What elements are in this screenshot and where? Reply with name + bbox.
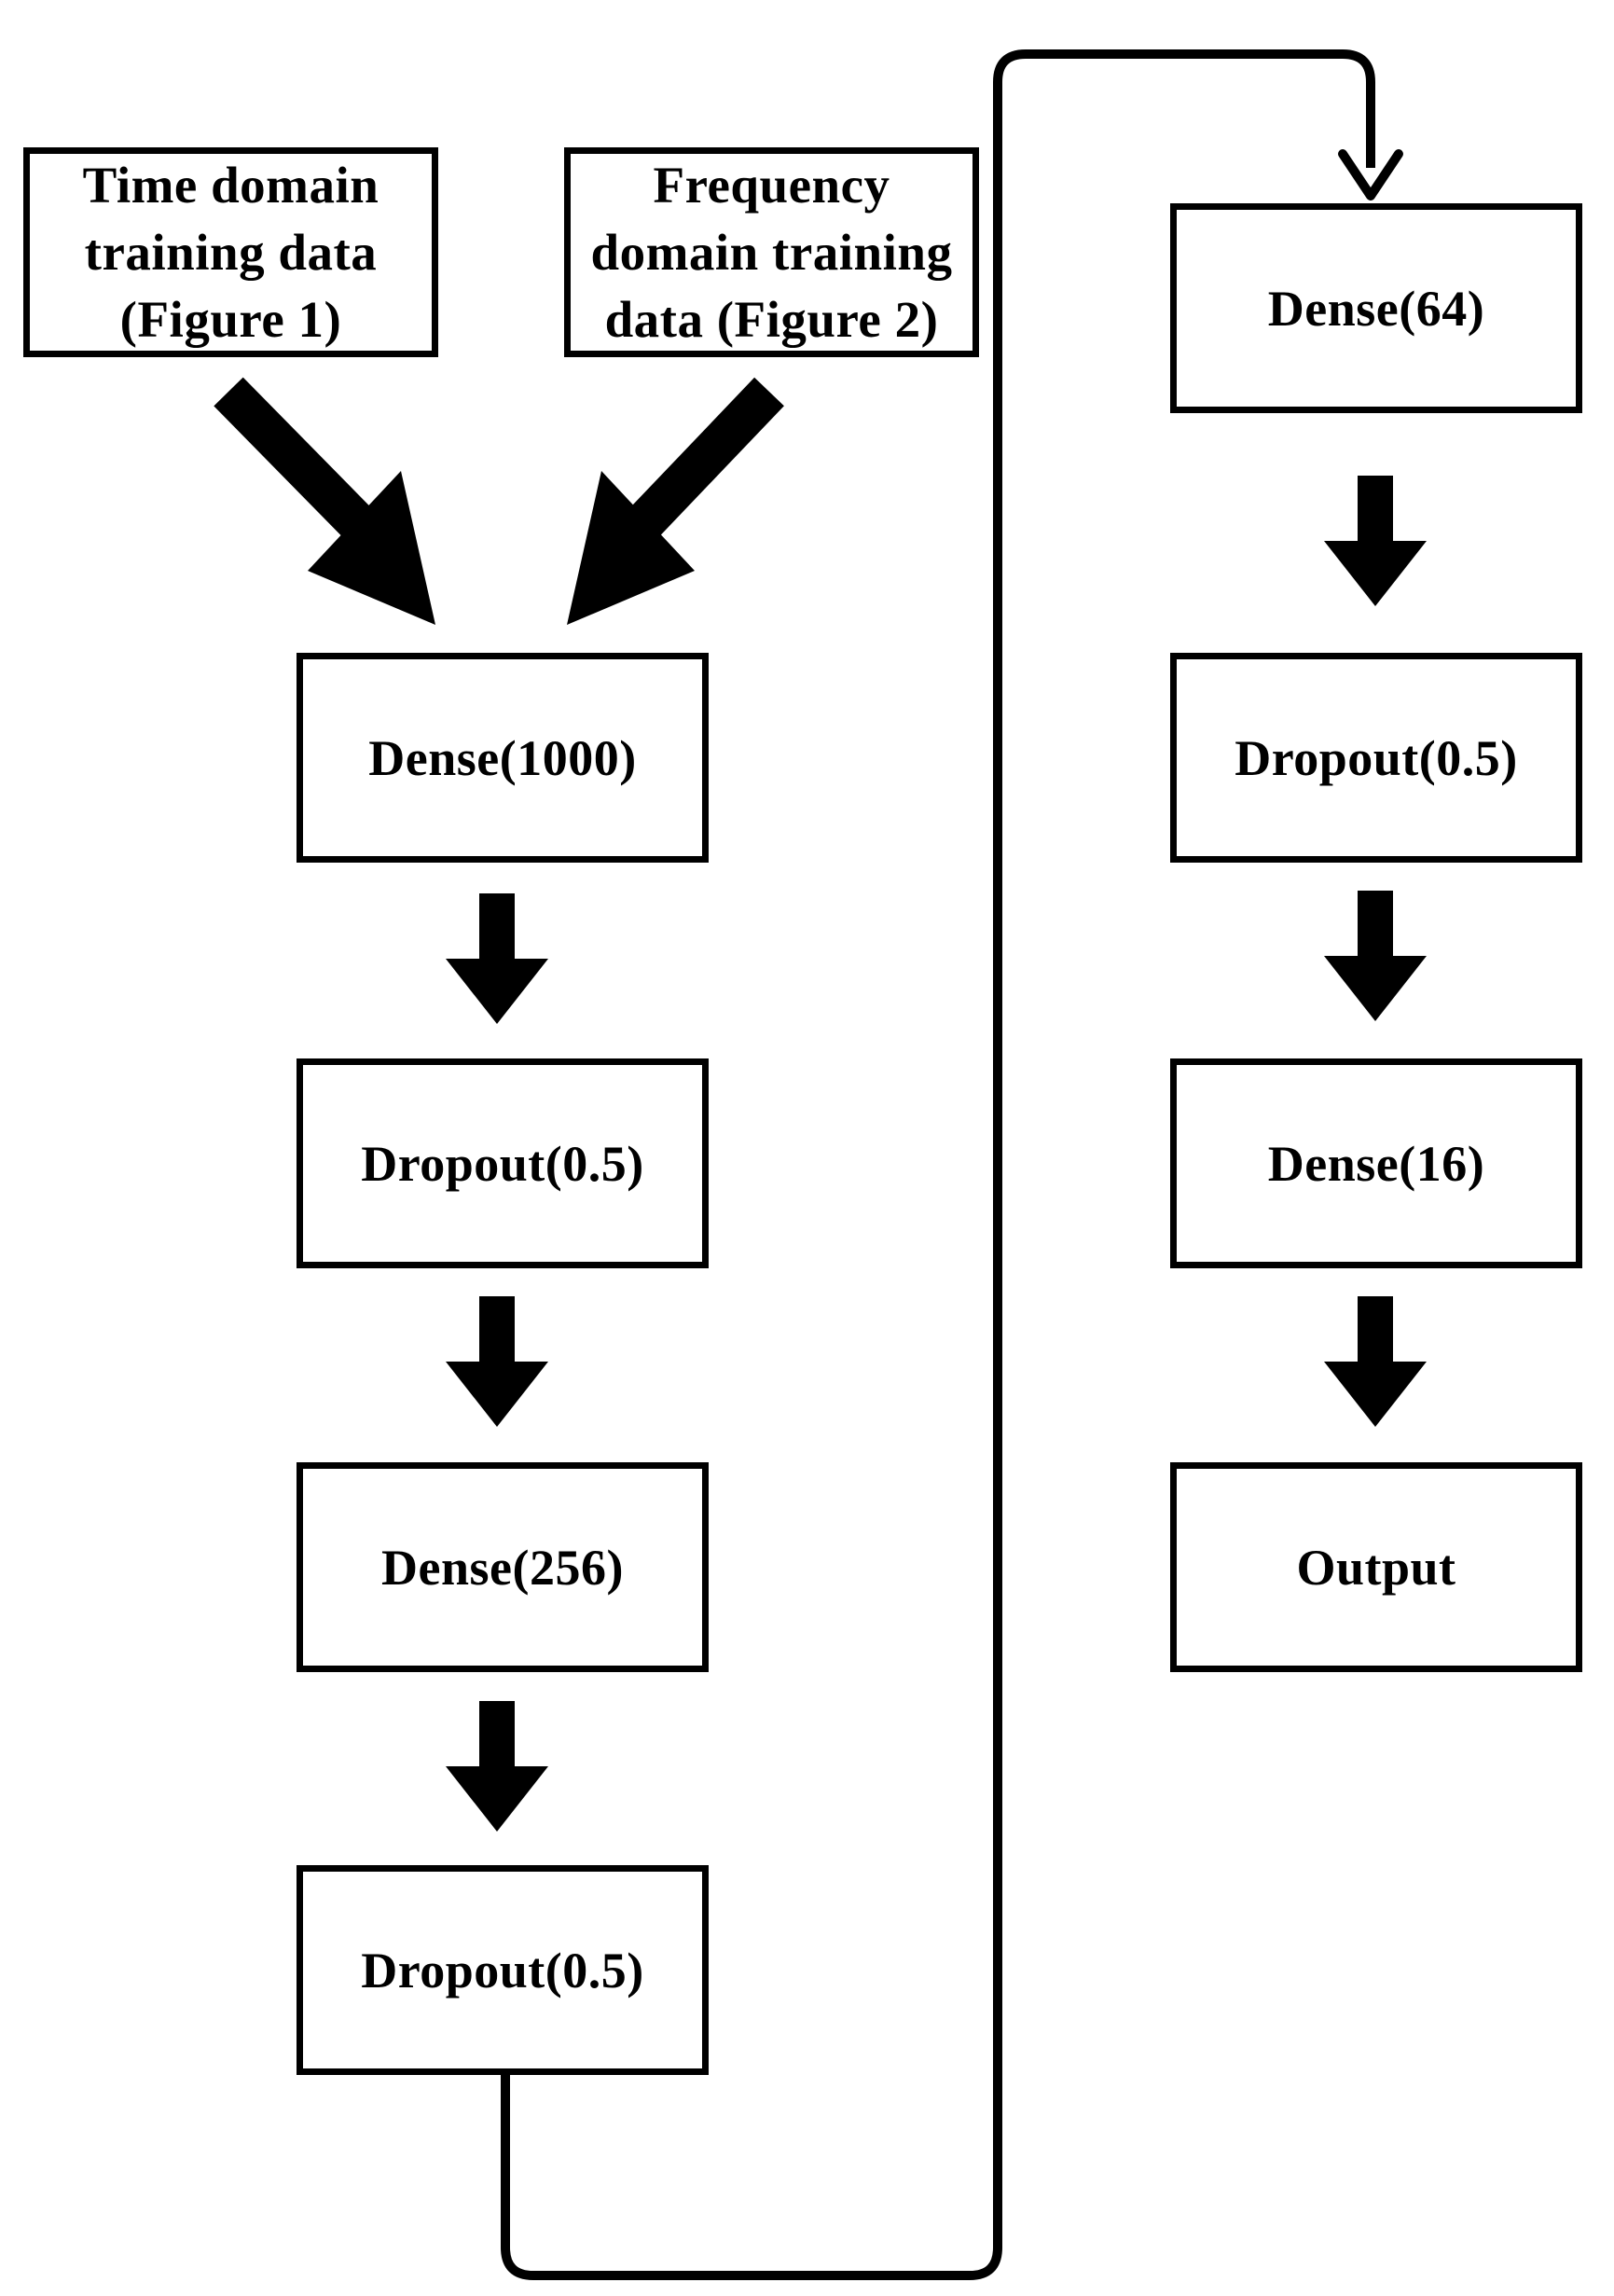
arrow-freq-to-dense1000 xyxy=(567,377,784,625)
arrow-dense1000-to-dropout xyxy=(446,893,548,1024)
connector-dropout-to-dense64 xyxy=(501,49,1403,2280)
layer-dropout-c-box: Dropout(0.5) xyxy=(1170,653,1582,863)
arrow-dense256-to-dropout xyxy=(446,1701,548,1832)
arrow-time-to-dense1000 xyxy=(214,377,435,625)
layer-dense1000-label: Dense(1000) xyxy=(368,729,637,786)
layer-dropout-a-label: Dropout(0.5) xyxy=(361,1135,644,1192)
layer-dense16-box: Dense(16) xyxy=(1170,1058,1582,1268)
input-frequency-domain-box: Frequency domain training data (Figure 2… xyxy=(564,147,979,357)
layer-output-label: Output xyxy=(1296,1539,1456,1596)
arrow-dropout-to-dense256 xyxy=(446,1296,548,1427)
input-time-domain-box: Time domain training data (Figure 1) xyxy=(23,147,438,357)
arrow-dropout-to-dense16 xyxy=(1324,891,1427,1021)
layer-dropout-a-box: Dropout(0.5) xyxy=(297,1058,709,1268)
arrow-dense16-to-output xyxy=(1324,1296,1427,1427)
layer-dropout-b-box: Dropout(0.5) xyxy=(297,1865,709,2075)
layer-dense16-label: Dense(16) xyxy=(1267,1135,1485,1192)
layer-dense64-label: Dense(64) xyxy=(1267,280,1485,337)
input-time-domain-label: Time domain training data (Figure 1) xyxy=(82,156,379,348)
layer-dense1000-box: Dense(1000) xyxy=(297,653,709,863)
layer-output-box: Output xyxy=(1170,1462,1582,1672)
layer-dropout-b-label: Dropout(0.5) xyxy=(361,1942,644,1999)
arrow-dense64-to-dropout xyxy=(1324,476,1427,606)
layer-dense256-label: Dense(256) xyxy=(381,1539,624,1596)
layer-dense64-box: Dense(64) xyxy=(1170,203,1582,413)
layer-dense256-box: Dense(256) xyxy=(297,1462,709,1672)
input-frequency-domain-label: Frequency domain training data (Figure 2… xyxy=(590,156,953,348)
layer-dropout-c-label: Dropout(0.5) xyxy=(1235,729,1518,786)
